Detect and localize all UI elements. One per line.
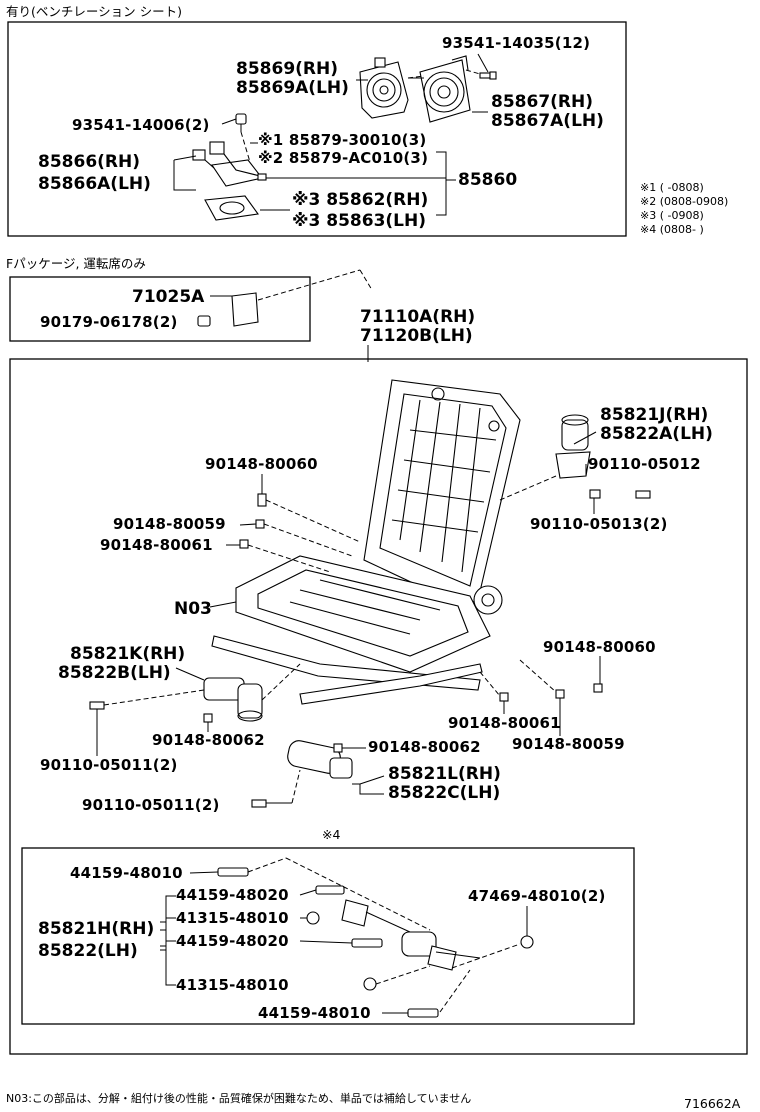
- label-90148-80061-b: 90148-80061: [448, 714, 561, 732]
- motor-kit-leaders: [160, 857, 528, 1014]
- ventilation-leaders: [173, 53, 489, 216]
- blower-fan-drawing: [419, 55, 471, 123]
- label-90148-80062-a: 90148-80062: [152, 731, 265, 749]
- label-85879-30010: ※1 85879-30010(3): [258, 131, 426, 149]
- label-85821j: 85821J(RH): [600, 405, 708, 425]
- label-85867: 85867(RH): [491, 92, 593, 112]
- label-85821l: 85821L(RH): [388, 764, 501, 784]
- label-90179-06178: 90179-06178(2): [40, 313, 178, 331]
- label-85822a: 85822A(LH): [600, 424, 713, 444]
- label-85863: ※3 85863(LH): [292, 211, 426, 231]
- label-90148-80061-a: 90148-80061: [100, 536, 213, 554]
- label-93541-14035: 93541-14035(12): [442, 34, 590, 52]
- label-85822: 85822(LH): [38, 941, 138, 961]
- label-44159-48020-a: 44159-48020: [176, 886, 289, 904]
- legend-note-4: ※4 (0808- ): [640, 223, 704, 236]
- label-90110-05012: 90110-05012: [588, 455, 701, 473]
- label-90110-05011-b: 90110-05011(2): [82, 796, 220, 814]
- label-85822c: 85822C(LH): [388, 783, 500, 803]
- label-47469-48010: 47469-48010(2): [468, 887, 606, 905]
- legend-note-1: ※1 ( -0808): [640, 181, 704, 194]
- legend-note-2: ※2 (0808-0908): [640, 195, 728, 208]
- label-44159-48010-b: 44159-48010: [258, 1004, 371, 1022]
- label-n03: N03: [174, 599, 212, 619]
- label-44159-48020-b: 44159-48020: [176, 932, 289, 950]
- screw-drawing: [479, 71, 497, 80]
- label-85866a: 85866A(LH): [38, 174, 151, 194]
- label-71110a: 71110A(RH): [360, 307, 475, 327]
- label-44159-48010-a: 44159-48010: [70, 864, 183, 882]
- label-85867a: 85867A(LH): [491, 111, 604, 131]
- diagram-code: 716662A: [684, 1096, 741, 1111]
- package-section-title: Fパッケージ, 運転席のみ: [6, 256, 146, 271]
- label-85862: ※3 85862(RH): [292, 190, 428, 210]
- motor-kit-box: [21, 847, 635, 1025]
- clip-drawing: [235, 113, 247, 132]
- label-85821h: 85821H(RH): [38, 919, 154, 939]
- label-85821k: 85821K(RH): [70, 644, 185, 664]
- label-85879-ac010: ※2 85879-AC010(3): [258, 149, 428, 167]
- label-90148-80062-b: 90148-80062: [368, 738, 481, 756]
- label-41315-48010-a: 41315-48010: [176, 909, 289, 927]
- footer-note: N03:この部品は、分解・組付け後の性能・品質確保が困難なため、単品では補給して…: [6, 1091, 471, 1105]
- label-85822b: 85822B(LH): [58, 663, 171, 683]
- fan-housing-drawing: [359, 57, 409, 119]
- motor-85821k-drawing: [203, 677, 263, 722]
- label-71120b: 71120B(LH): [360, 326, 473, 346]
- seat-frame-drawing: [211, 379, 521, 705]
- bolts-drawing: [89, 489, 651, 808]
- label-90148-80060-a: 90148-80060: [205, 455, 318, 473]
- label-71025a: 71025A: [132, 287, 205, 307]
- note4-mark: ※4: [322, 827, 340, 842]
- main-leaders: [96, 431, 601, 804]
- label-93541-14006: 93541-14006(2): [72, 116, 210, 134]
- label-90148-80059-b: 90148-80059: [512, 735, 625, 753]
- label-90148-80059-a: 90148-80059: [113, 515, 226, 533]
- ventilation-box: [7, 21, 627, 237]
- legend-note-3: ※3 ( -0908): [640, 209, 704, 222]
- label-85869a: 85869A(LH): [236, 78, 349, 98]
- package-box: [9, 276, 311, 342]
- ventilation-section-title: 有り(ベンチレーション シート): [6, 4, 182, 19]
- package-part-drawing: [197, 292, 259, 327]
- duct-assembly-drawing: [192, 141, 267, 221]
- motor-85821l-drawing: [287, 740, 353, 779]
- label-85869: 85869(RH): [236, 59, 338, 79]
- label-90110-05013: 90110-05013(2): [530, 515, 668, 533]
- label-90110-05011-a: 90110-05011(2): [40, 756, 178, 774]
- label-85860: 85860: [458, 170, 517, 190]
- label-85866: 85866(RH): [38, 152, 140, 172]
- motor-85821j-drawing: [555, 414, 591, 479]
- label-41315-48010-b: 41315-48010: [176, 976, 289, 994]
- leader-package-dash: [257, 269, 361, 301]
- main-seat-box: [9, 358, 748, 1055]
- date-legend: ※1 ( -0808) ※2 (0808-0908) ※3 ( -0908) ※…: [640, 181, 728, 236]
- label-90148-80060-b: 90148-80060: [543, 638, 656, 656]
